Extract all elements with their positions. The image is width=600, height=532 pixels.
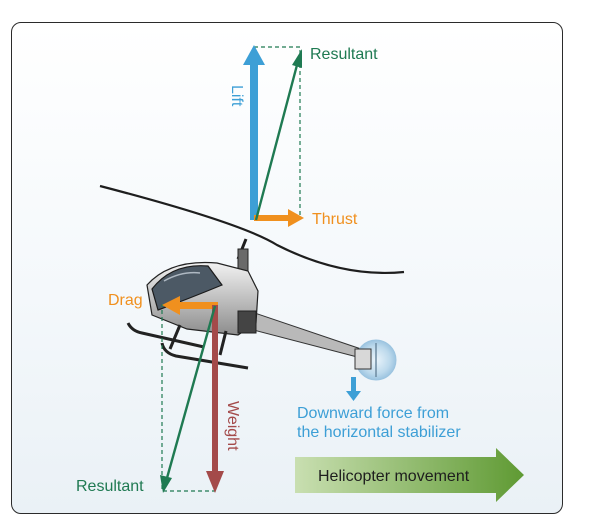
helicopter-movement-arrow [295,448,524,502]
movement-label: Helicopter movement [318,468,470,485]
resultant-top-label: Resultant [310,46,378,63]
engine [237,310,257,334]
drag-arrow [162,296,218,315]
downward-force-label-line1: Downward force from [297,405,449,422]
thrust-label: Thrust [312,211,358,228]
force-diagram: Resultant Lift Thrust Drag Weight Result… [76,45,524,502]
resultant-top-arrow [254,49,302,221]
thrust-arrow [254,209,304,227]
downward-force-arrow [346,377,361,401]
resultant-bottom-arrow [160,305,217,493]
dashed-box-top [253,46,301,220]
weight-arrow [206,305,224,493]
dashed-box-bottom [161,304,216,492]
skid-left [126,322,205,349]
lift-arrow [243,45,265,220]
tail-boom [237,307,368,360]
skid-right [160,342,249,370]
main-rotor-blade [99,184,405,275]
diagram-frame: Resultant Lift Thrust Drag Weight Result… [11,22,563,514]
tail-fin [354,348,372,370]
downward-force-label-line2: the horizontal stabilizer [297,424,461,441]
weight-label: Weight [224,401,241,451]
lift-label: Lift [228,85,245,107]
resultant-bottom-label: Resultant [76,478,144,495]
drag-label: Drag [108,292,143,309]
